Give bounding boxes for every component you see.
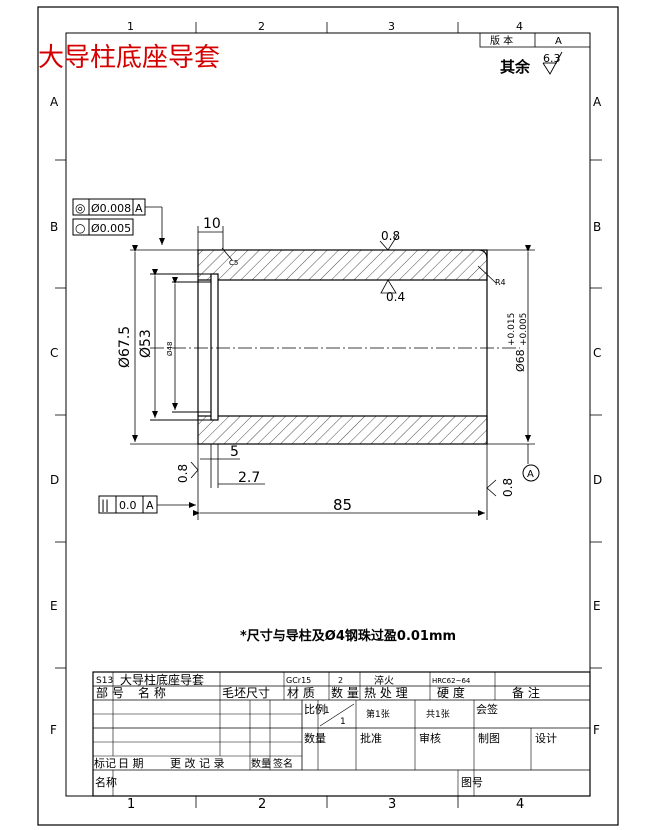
- drawing-note: *尺寸与导柱及Ø4钢珠过盈0.01mm: [240, 628, 456, 644]
- title-block: [92, 671, 591, 797]
- zone-row-label: E: [593, 599, 601, 613]
- dim-roughness-groove: 0.8: [176, 464, 190, 483]
- roundness-icon: ○: [75, 221, 85, 235]
- tb-date-label: 日 期: [118, 757, 144, 770]
- zone-row-label: B: [593, 220, 601, 234]
- dim-roughness-end: 0.8: [501, 478, 515, 497]
- tb-mark-label: 标记: [94, 756, 116, 770]
- zone-ticks: [55, 22, 602, 808]
- dim-groove-offset: 2.7: [238, 470, 260, 486]
- tb-name-label: 名称: [95, 775, 117, 789]
- dim-chamfer-right: R4: [495, 278, 506, 287]
- concentricity-value: Ø0.008: [91, 202, 131, 215]
- zone-row-label: C: [593, 346, 601, 360]
- tb-part-name: 大导柱底座导套: [120, 672, 204, 687]
- tb-h-name: 名 称: [138, 685, 166, 700]
- parallelism-value: 0.0: [119, 499, 137, 512]
- tb-qty-label: 数量: [304, 732, 326, 745]
- tb-quantity: 2: [338, 676, 343, 685]
- zone-row-label: E: [50, 599, 58, 613]
- zone-row-label: B: [50, 220, 58, 234]
- tb-approve-label: 批准: [360, 731, 382, 745]
- dimension-lines: [130, 226, 535, 520]
- tb-material: GCr15: [286, 676, 311, 685]
- surface-rest-value: 6.3: [543, 52, 561, 65]
- tb-h-part-no: 部 号: [96, 685, 124, 700]
- outer-frame: [37, 6, 619, 826]
- tb-sheet-total: 共1张: [426, 709, 450, 720]
- tb-scale-num: 1: [324, 706, 330, 716]
- zone-col-label: 3: [388, 797, 396, 812]
- parallelism-datum: A: [146, 499, 154, 512]
- dim-top-width: 10: [203, 216, 221, 232]
- part-section-view: [150, 249, 520, 445]
- dim-chamfer-left: C5: [229, 259, 238, 267]
- tb-h-hardness: 硬 度: [437, 685, 465, 700]
- dim-groove-diameter: Ø48: [166, 342, 174, 356]
- revision-value: A: [555, 36, 562, 47]
- tb-review-label: 审核: [419, 731, 441, 745]
- dim-right-tol-upper: +0.015: [507, 313, 517, 346]
- roughness-inner-icon: [380, 279, 397, 294]
- zone-col-label: 1: [127, 797, 135, 812]
- tb-count-label: 数量: [251, 757, 271, 770]
- parallelism-icon: ||: [101, 498, 109, 512]
- zone-row-label: C: [50, 346, 58, 360]
- zone-col-label: 3: [388, 20, 395, 33]
- tb-h-material: 材 质: [287, 686, 315, 700]
- tolerance-frame-parallelism: || 0.0 A: [98, 495, 158, 514]
- zone-col-label: 2: [258, 20, 265, 33]
- tb-scale-den: 1: [340, 717, 346, 727]
- roughness-end-icon: [486, 479, 497, 497]
- dim-right-tol-lower: +0.005: [519, 313, 529, 346]
- tb-change-label: 更 改 记 录: [170, 756, 225, 770]
- concentricity-datum: A: [135, 202, 143, 215]
- revision-label: 版 本: [490, 34, 513, 47]
- datum-marker: [522, 464, 540, 482]
- roughness-outer-icon: [379, 235, 398, 251]
- tb-h-heat: 热 处 理: [364, 686, 408, 700]
- surface-rest-label: 其余: [500, 58, 531, 76]
- zone-row-label: A: [50, 95, 59, 109]
- tb-h-blank-size: 毛坯尺寸: [222, 686, 270, 700]
- zone-row-label: F: [593, 723, 600, 737]
- tb-hardness: HRC62~64: [432, 677, 471, 685]
- dim-groove-width: 5: [230, 444, 239, 460]
- drawing-title: 大导柱底座导套: [38, 43, 220, 73]
- dim-roughness-inner: 0.4: [386, 290, 405, 304]
- zone-col-label: 4: [516, 797, 524, 812]
- zone-row-label: D: [593, 473, 602, 487]
- zone-row-label: F: [50, 723, 57, 737]
- concentricity-icon: ◎: [75, 201, 85, 215]
- tb-h-remarks: 备 注: [512, 685, 540, 700]
- tolerance-frame-concentricity: ◎ Ø0.008 A: [72, 198, 146, 216]
- tb-sheet-no: 第1张: [366, 708, 390, 720]
- zone-row-label: A: [593, 95, 602, 109]
- zone-col-label: 2: [258, 797, 266, 812]
- tb-drawing-no-label: 图号: [461, 776, 483, 789]
- zone-col-label: 1: [127, 20, 134, 33]
- tolerance-frame-roundness: ○ Ø0.005: [72, 218, 134, 236]
- dim-length: 85: [333, 496, 352, 514]
- dim-roughness-outer: 0.8: [381, 229, 400, 243]
- roughness-symbol-icon: [542, 51, 563, 75]
- tb-draw-label: 制图: [478, 732, 500, 745]
- tb-scale-label: 比例: [304, 702, 326, 716]
- dim-bore-diameter: Ø53: [138, 329, 154, 358]
- title-block-text: S13 大导柱底座导套 GCr15 2 淬火 HRC62~64 部 号 名 称 …: [94, 672, 557, 789]
- tb-design-label: 设计: [535, 732, 557, 745]
- roundness-value: Ø0.005: [91, 222, 131, 235]
- datum-marker-label: A: [527, 469, 534, 480]
- dim-outer-diameter: Ø67.5: [117, 326, 133, 368]
- tb-h-quantity: 数 量: [331, 685, 359, 700]
- tb-drawing-no: S13: [96, 676, 113, 686]
- zone-row-label: D: [50, 473, 59, 487]
- tb-seal-label: 会签: [476, 702, 498, 716]
- zone-col-label: 4: [516, 20, 523, 33]
- tb-heat-treatment: 淬火: [374, 674, 394, 687]
- roughness-groove-icon: [190, 461, 199, 479]
- tb-sign-label: 签名: [273, 757, 293, 770]
- dim-right-diameter: Ø68: [514, 349, 527, 372]
